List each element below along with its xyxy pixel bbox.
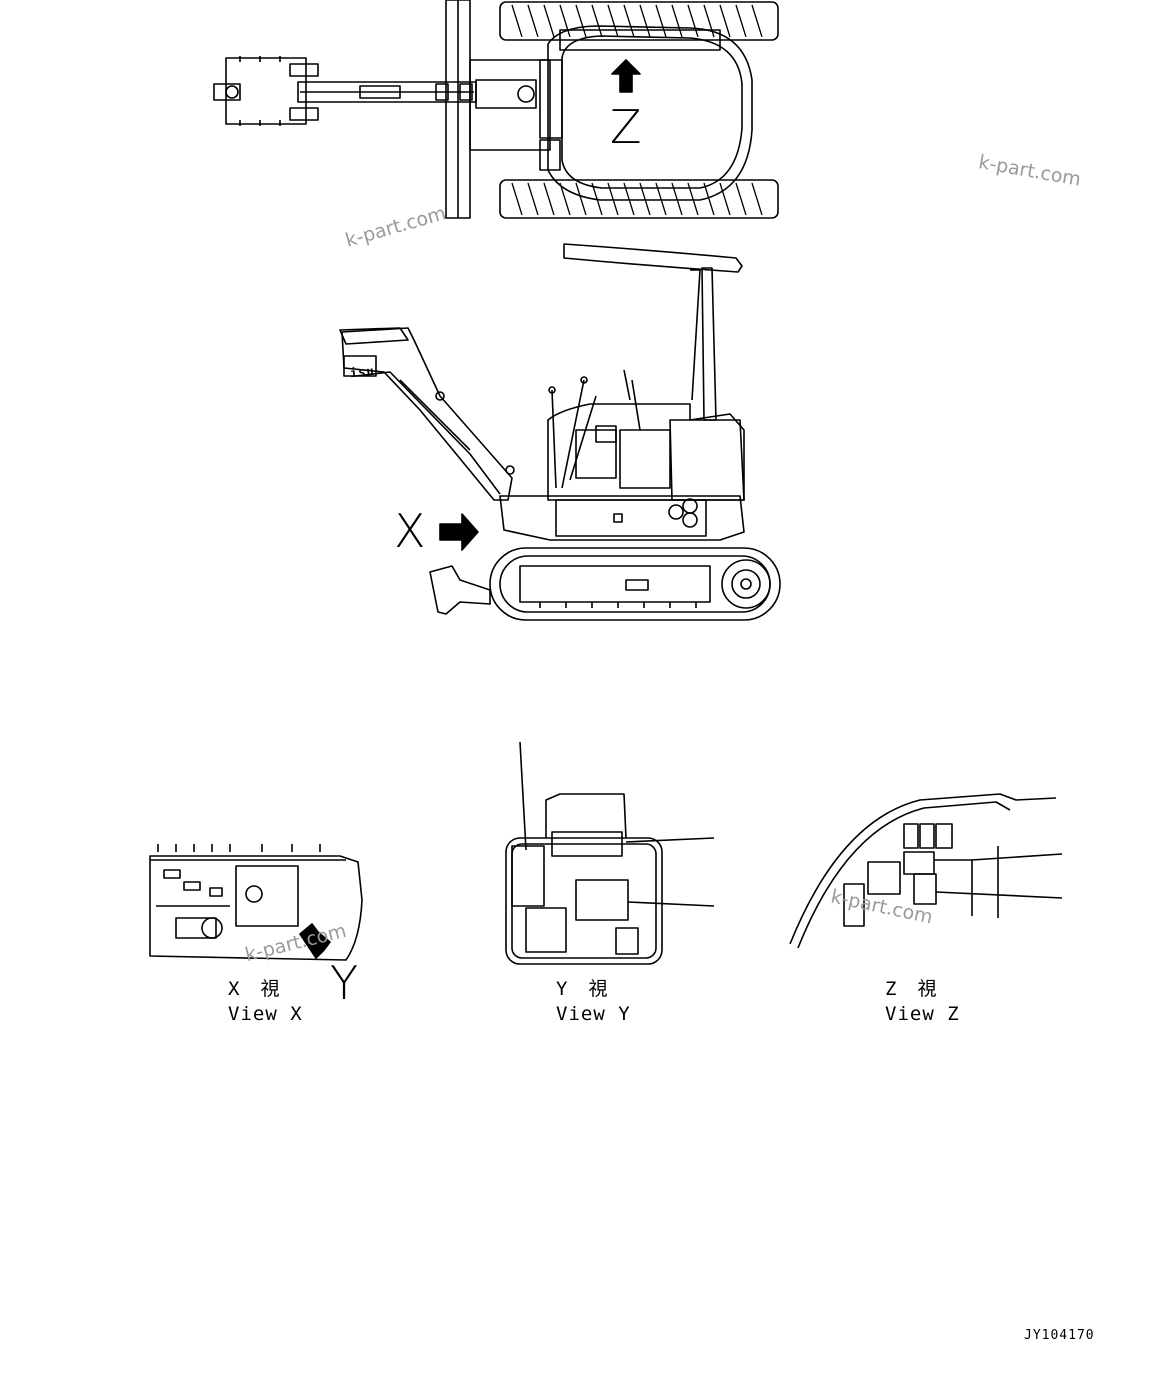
arrow-x — [439, 513, 479, 551]
arrow-z — [611, 59, 641, 93]
view-z-label-jp: Z 視 — [885, 978, 938, 1000]
bucket-top — [213, 56, 319, 126]
upper-track — [499, 1, 779, 41]
arrow-y — [299, 923, 331, 959]
top-view — [213, 0, 779, 219]
view-x-label-en: View X — [228, 1003, 303, 1025]
canopy-roof — [563, 243, 743, 273]
boom-side — [339, 327, 515, 501]
drawing-code: JY104170 — [1024, 1328, 1095, 1343]
track-side — [489, 547, 781, 621]
view-z-drawing — [789, 793, 1063, 949]
brand-label: isu — [349, 363, 376, 381]
upper-structure — [547, 403, 745, 501]
view-x-drawing — [149, 844, 363, 961]
lower-track — [499, 179, 779, 219]
side-view — [339, 243, 781, 621]
marker-z: Z — [610, 100, 642, 154]
lower-frame — [499, 495, 745, 541]
boom-arm — [297, 81, 477, 103]
view-x-label-jp: X 視 — [228, 978, 281, 1000]
dozer-blade-side — [429, 565, 491, 615]
view-y-drawing — [505, 741, 715, 965]
canopy-top — [547, 25, 753, 201]
view-y-label-en: View Y — [556, 1003, 631, 1025]
marker-x: X — [394, 504, 426, 558]
view-y-label-jp: Y 視 — [556, 978, 609, 1000]
view-z-label-en: View Z — [885, 1003, 960, 1025]
marker-y: Y — [330, 956, 359, 1010]
